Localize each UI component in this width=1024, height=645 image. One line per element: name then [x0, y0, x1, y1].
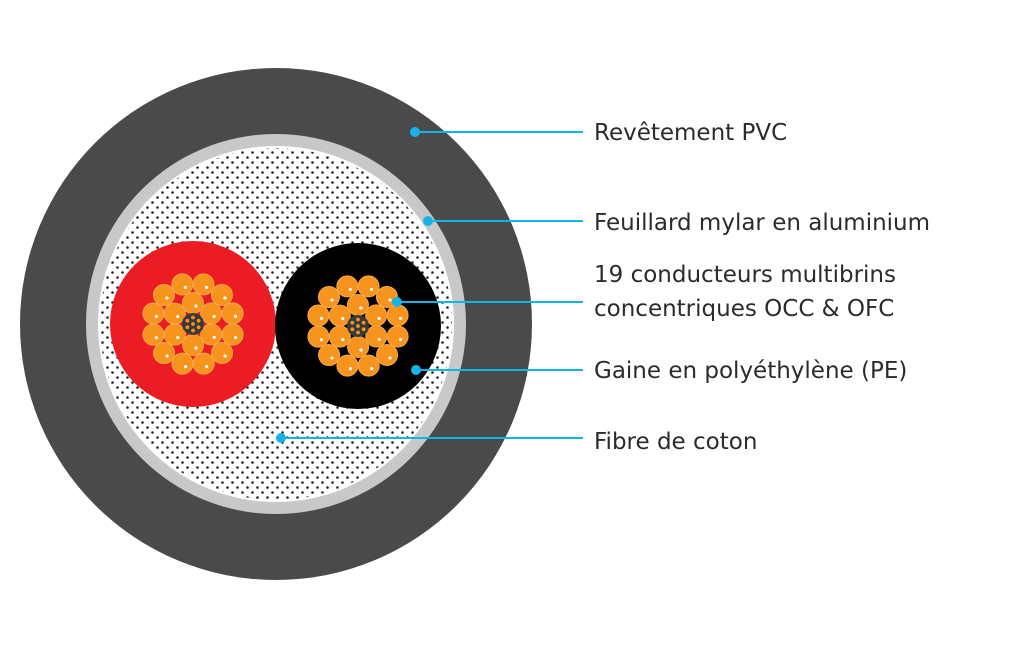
leader-dot-foil	[423, 216, 433, 226]
fine-strand	[354, 322, 362, 330]
strand-highlight	[165, 296, 169, 300]
leader-dot-pvc	[410, 127, 420, 137]
fine-strand	[354, 316, 362, 323]
strand-highlight	[223, 354, 227, 358]
copper-strand	[307, 304, 330, 327]
fine-strand	[354, 329, 362, 336]
fine-strand	[349, 325, 356, 333]
fine-strand	[360, 319, 367, 327]
copper-strand	[181, 292, 204, 315]
copper-strand	[357, 354, 380, 377]
fine-strand	[195, 323, 202, 331]
copper-strand	[171, 273, 194, 296]
label-pvc: Revêtement PVC	[594, 120, 787, 146]
black-conductor-strands	[307, 275, 409, 377]
copper-strand	[221, 323, 244, 346]
strand-highlight	[223, 296, 227, 300]
strand-highlight	[377, 337, 381, 342]
copper-strand	[365, 304, 388, 327]
copper-strand	[152, 284, 175, 307]
strand-highlight	[370, 366, 374, 371]
fine-strand	[184, 317, 191, 325]
copper-strand	[386, 325, 409, 348]
strand-highlight	[319, 338, 324, 342]
strand-highlight	[399, 337, 403, 342]
strand-highlight	[341, 337, 345, 342]
strand-highlight	[183, 285, 187, 290]
copper-strand	[317, 286, 340, 309]
strand-highlight	[176, 314, 180, 319]
strand-highlight	[205, 364, 209, 369]
strand-highlight	[348, 287, 352, 292]
strand-highlight	[234, 335, 238, 340]
copper-strand	[182, 333, 205, 356]
copper-strand	[357, 275, 380, 298]
copper-strand	[142, 302, 165, 325]
copper-strand	[211, 341, 234, 364]
label-conductors-line1: 19 conducteurs multibrins	[594, 262, 896, 288]
copper-strand	[376, 343, 399, 366]
copper-strand	[386, 304, 409, 327]
copper-strand	[153, 342, 176, 365]
strand-highlight	[348, 367, 353, 371]
fine-strand	[189, 314, 197, 321]
fine-strand	[184, 323, 191, 331]
strand-highlight	[319, 316, 323, 321]
copper-strand	[163, 302, 186, 325]
strand-highlight	[233, 314, 238, 318]
fine-strand	[189, 327, 197, 334]
label-conductors-line2: concentriques OCC & OFC	[594, 296, 894, 322]
strand-highlight	[154, 314, 158, 319]
strand-highlight	[359, 306, 363, 310]
leader-lines	[276, 127, 583, 443]
copper-strand	[365, 325, 388, 348]
copper-strand	[163, 323, 186, 346]
copper-strand	[347, 335, 370, 358]
leader-dot-conductors	[392, 297, 402, 307]
strand-highlight	[176, 335, 180, 340]
strand-highlight	[341, 316, 345, 321]
strand-highlight	[369, 287, 374, 291]
copper-strand	[307, 325, 330, 348]
strand-highlight	[204, 285, 209, 289]
strand-highlight	[388, 356, 392, 360]
strand-highlight	[165, 354, 169, 358]
label-fiber: Fibre de coton	[594, 429, 757, 455]
strand-highlight	[194, 346, 198, 350]
copper-strand	[192, 352, 215, 375]
copper-strand	[328, 304, 351, 327]
copper-strand	[336, 354, 359, 377]
strand-highlight	[194, 304, 198, 308]
copper-strand	[142, 323, 165, 346]
strand-highlight	[398, 316, 403, 320]
fine-strand	[360, 325, 367, 333]
copper-strand	[171, 352, 194, 375]
strand-highlight	[388, 298, 392, 302]
fine-strand	[189, 320, 197, 328]
fine-strand	[349, 319, 356, 327]
fine-strand	[195, 317, 202, 325]
label-foil: Feuillard mylar en aluminium	[594, 210, 930, 236]
copper-strand	[318, 344, 341, 367]
strand-highlight	[212, 335, 216, 340]
copper-strand	[200, 323, 223, 346]
strand-highlight	[330, 356, 334, 360]
label-insulation: Gaine en polyéthylène (PE)	[594, 358, 907, 384]
leader-dot-fiber	[276, 433, 286, 443]
copper-strand	[336, 275, 359, 298]
copper-strand	[346, 294, 369, 317]
copper-strand	[192, 273, 215, 296]
strand-highlight	[359, 348, 363, 352]
strand-highlight	[330, 298, 334, 302]
copper-strand	[328, 325, 351, 348]
strand-highlight	[183, 365, 188, 369]
strand-highlight	[154, 336, 159, 340]
red-conductor-strands	[142, 273, 244, 375]
copper-strand	[200, 302, 223, 325]
copper-strand	[210, 283, 233, 306]
strand-highlight	[212, 314, 216, 319]
copper-strand	[221, 302, 244, 325]
strand-highlight	[377, 316, 381, 321]
leader-dot-insulation	[411, 365, 421, 375]
